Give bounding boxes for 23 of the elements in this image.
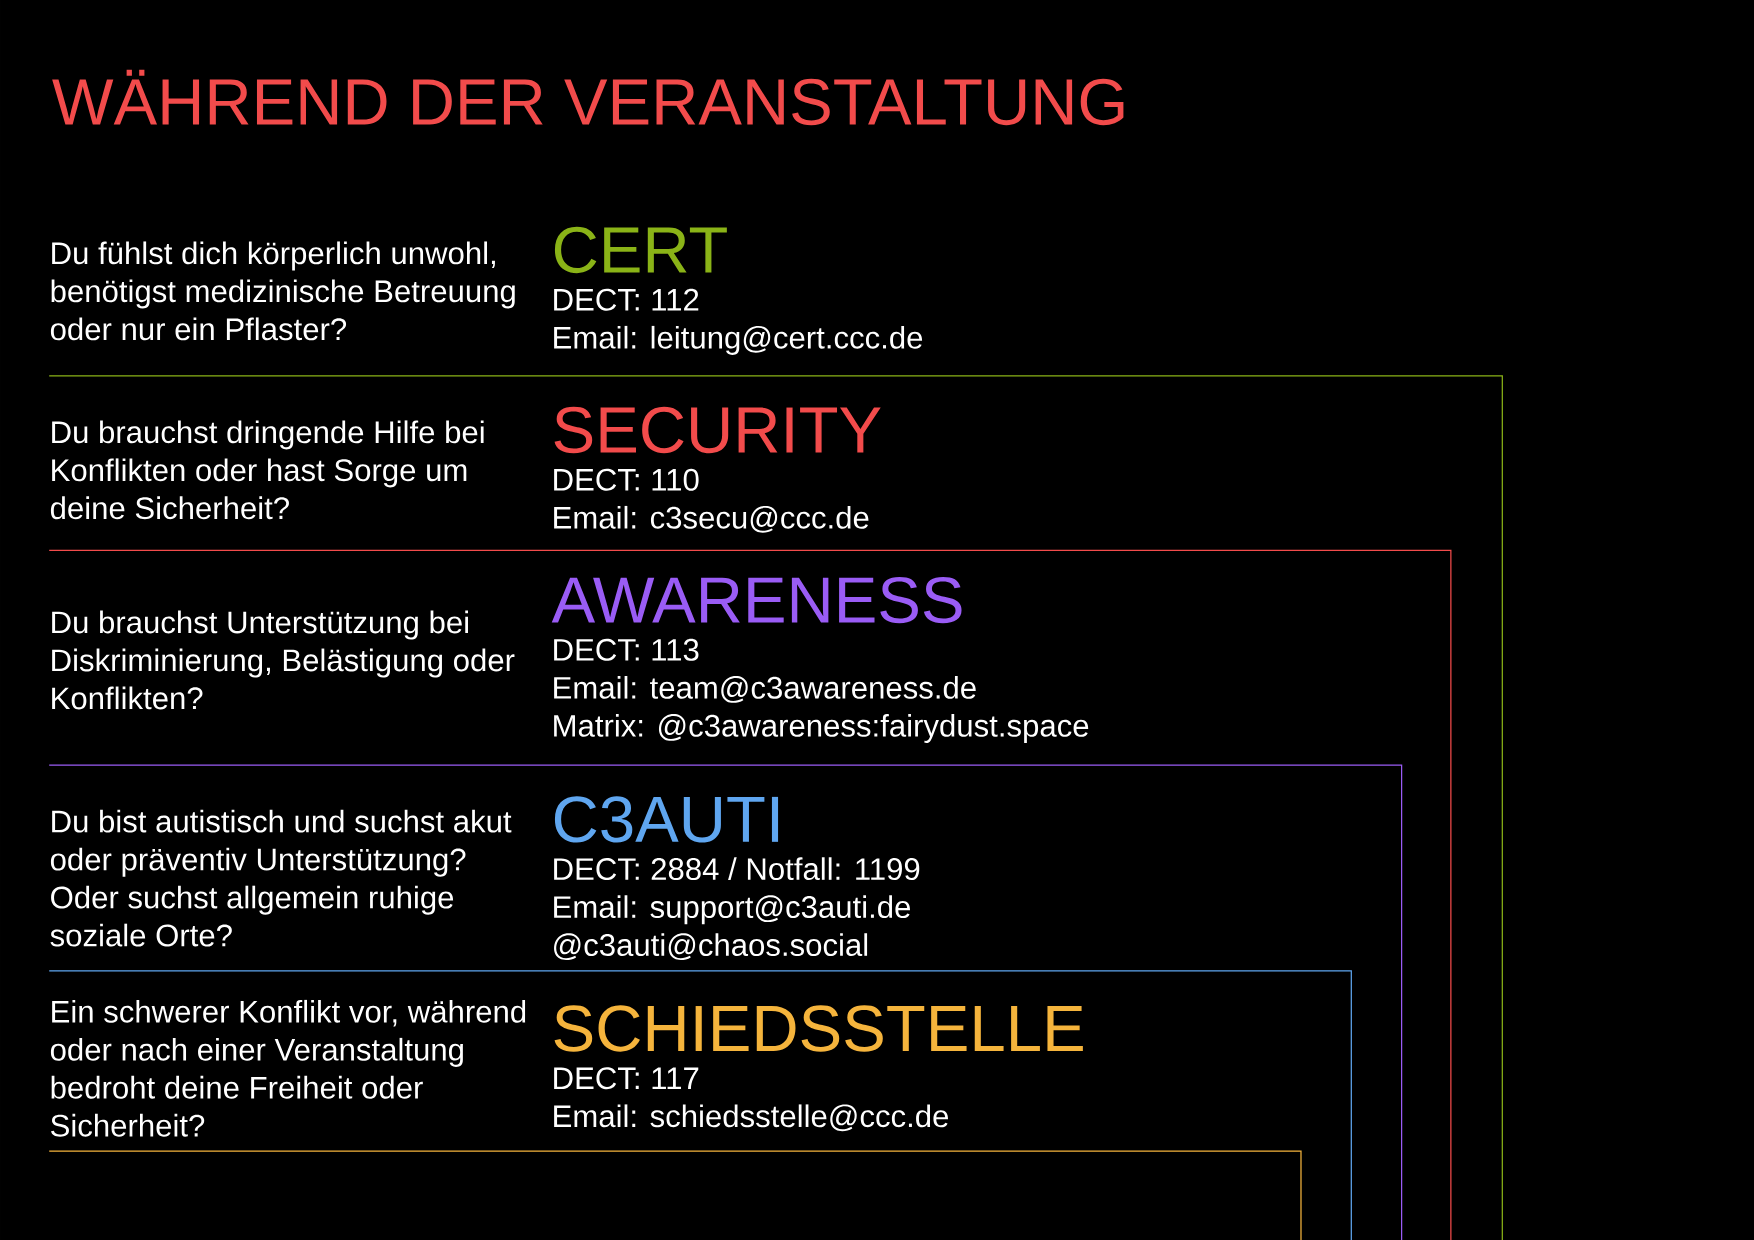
- contact-line: DECT: 113: [554, 638, 699, 661]
- title: WÄHREND DER VERANSTALTUNG: [52, 69, 1124, 126]
- contact-line: Email: team@c3awareness.de: [554, 675, 976, 703]
- question-text: Du fühlst dich körperlich unwohl, benötigst medizinische Betreuung oder nur ein Pflaster?: [50, 241, 515, 341]
- contact-line: Email: schiedsstelle@ccc.de: [554, 1104, 948, 1132]
- contact-line: @c3auti@chaos.social: [554, 933, 868, 960]
- contact-line: Email: c3secu@ccc.de: [554, 505, 869, 533]
- team-name: C3AUTI: [554, 796, 779, 843]
- contact-line: DECT: 110: [554, 468, 699, 491]
- team-name: AWARENESS: [551, 576, 962, 624]
- team-name: SECURITY: [554, 406, 881, 454]
- contact-line: Email: support@c3auti.de: [554, 895, 910, 925]
- question-text: Du brauchst dringende Hilfe bei Konflikten oder hast Sorge um deine Sicherheit?: [50, 420, 484, 520]
- contact-line: DECT: 2884 / Notfall: 1199: [554, 857, 920, 880]
- question-text: Ein schwerer Konflikt vor, während oder nach einer Veranstaltung bedroht deine Freiheit oder Sicherheit?: [50, 999, 526, 1137]
- question-text: Du brauchst Unterstützung bei Diskriminierung, Belästigung oder Konflikten?: [52, 610, 515, 710]
- team-name: CERT: [554, 226, 727, 274]
- contact-line: DECT: 117: [554, 1067, 699, 1090]
- contact-line: Email: leitung@cert.ccc.de: [554, 325, 923, 355]
- team-name: SCHIEDSSTELLE: [554, 1005, 1083, 1052]
- contact-line: DECT: 112: [554, 288, 699, 311]
- contact-line: Matrix: @c3awareness:fairydust.space: [554, 713, 1089, 743]
- question-text: Du bist autistisch und suchst akut oder präventiv Unterstützung? Oder suchst allgemein ruhige soziale Orte?: [50, 809, 512, 947]
